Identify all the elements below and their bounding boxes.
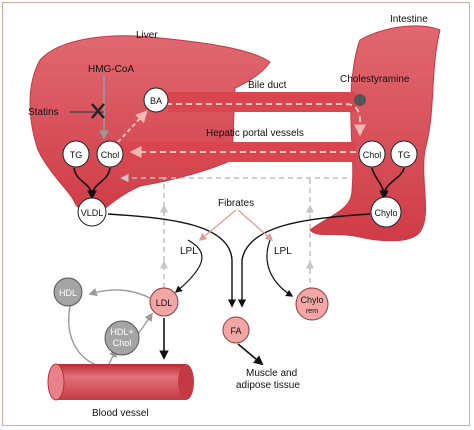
node-chylo: Chylo — [370, 196, 402, 228]
node-ldl-label: LDL — [156, 298, 173, 308]
chylo-to-rem-arrow — [266, 239, 294, 297]
node-chylo-label: Chylo — [374, 208, 397, 218]
node-ba: BA — [143, 87, 169, 113]
node-chylo-rem-label-2: rem — [306, 308, 318, 315]
hdl-cycle-upper-arrow — [88, 288, 151, 299]
blood-vessel-label: Blood vessel — [92, 408, 149, 419]
liver-label: Liver — [136, 30, 158, 41]
figure-frame — [2, 2, 470, 426]
node-fa-label: FA — [230, 326, 241, 336]
node-hdl-chol: HDL+ Chol — [104, 320, 140, 356]
vldl-to-ldl-arrow — [174, 239, 203, 293]
node-tg-liver-label: TG — [70, 150, 83, 160]
hdl-cycle-left-curve — [68, 305, 109, 369]
bile-duct-dashed-arrow — [166, 103, 366, 137]
bile-duct-band — [168, 92, 356, 112]
muscle-label-line2: adipose tissue — [236, 380, 300, 391]
blood-vessel-end-left — [47, 363, 65, 401]
statins-x-mark — [91, 103, 105, 119]
blood-vessel-end-right — [178, 364, 194, 400]
node-tg-intestine: TG — [390, 140, 418, 168]
chylo-pathway-curve — [237, 213, 371, 308]
hmg-coa-label: HMG-CoA — [88, 64, 134, 75]
vldl-pathway-curve — [107, 213, 237, 308]
node-chol-liver-label: Chol — [101, 150, 120, 160]
node-hdl-chol-label-2: Chol — [113, 338, 132, 348]
lpl-right-label: LPL — [274, 246, 292, 257]
node-ldl: LDL — [149, 287, 179, 317]
node-chylo-rem: Chylo rem — [295, 287, 329, 321]
node-chol-intestine: Chol — [358, 140, 386, 168]
node-vldl-label: VLDL — [81, 208, 104, 218]
cholestyramine-label: Cholestyramine — [340, 74, 410, 85]
intestine-organ — [309, 25, 441, 242]
node-hdl: HDL — [53, 277, 83, 307]
node-vldl: VLDL — [77, 197, 107, 227]
blood-vessel-body — [56, 364, 186, 400]
intestine-label: Intestine — [390, 14, 428, 25]
node-ba-label: BA — [150, 96, 162, 106]
node-tg-liver: TG — [62, 140, 90, 168]
statins-label: Statins — [28, 107, 59, 118]
fibrates-label: Fibrates — [218, 198, 254, 209]
node-chylo-rem-label-1: Chylo — [300, 295, 323, 305]
node-hdl-label: HDL — [59, 288, 77, 298]
muscle-label-line1: Muscle and — [246, 368, 297, 379]
node-fa: FA — [222, 316, 250, 344]
lpl-left-label: LPL — [180, 246, 198, 257]
fibrates-to-lpl-left — [198, 209, 237, 241]
node-tg-intestine-label: TG — [398, 150, 411, 160]
fa-to-muscle-arrow — [237, 343, 264, 366]
node-hdl-chol-label-1: HDL+ — [110, 327, 133, 337]
fibrates-to-lpl-right — [237, 209, 274, 242]
node-chol-liver: Chol — [96, 140, 124, 168]
hepatic-portal-vessels-label: Hepatic portal vessels — [206, 128, 304, 139]
node-chol-intestine-label: Chol — [363, 150, 382, 160]
cholestyramine-dot — [354, 94, 366, 106]
hepatic-portal-band — [120, 142, 356, 162]
bile-duct-label: Bile duct — [248, 80, 287, 91]
liver-organ — [29, 35, 271, 214]
